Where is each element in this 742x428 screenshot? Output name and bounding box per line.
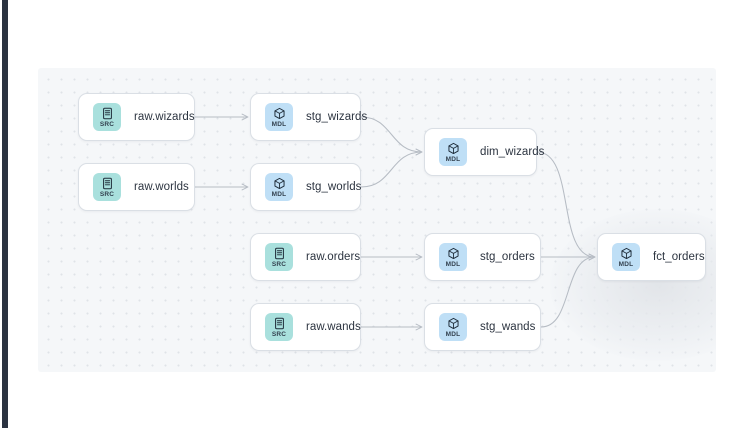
mdl-badge: MDL [265,103,293,131]
mdl-badge-label: MDL [445,330,461,338]
src-badge: SRC [93,173,121,201]
mdl-badge-label: MDL [445,260,461,268]
mdl-badge: MDL [265,173,293,201]
node-label: raw.worlds [134,181,189,193]
node-raw-wands[interactable]: SRC raw.wands [250,303,361,351]
mdl-badge: MDL [439,138,467,166]
node-raw-worlds[interactable]: SRC raw.worlds [78,163,195,211]
node-stg-wizards[interactable]: MDL stg_wizards [250,93,367,141]
mdl-badge-label: MDL [618,260,634,268]
node-label: raw.orders [306,251,361,263]
mdl-badge: MDL [612,243,640,271]
node-label: stg_orders [480,251,535,263]
mdl-badge-label: MDL [271,190,287,198]
src-badge-label: SRC [271,260,287,268]
node-label: stg_wands [480,321,536,333]
lineage-canvas[interactable]: SRC raw.wizards SRC raw.worlds SRC [38,68,716,372]
mdl-badge-label: MDL [271,120,287,128]
node-label: raw.wands [306,321,361,333]
cube-icon [447,142,459,155]
src-badge-label: SRC [99,190,115,198]
mdl-badge-label: MDL [445,155,461,163]
mdl-badge: MDL [439,313,467,341]
node-raw-orders[interactable]: SRC raw.orders [250,233,361,281]
left-nav-rail [2,0,8,428]
node-label: stg_wizards [306,111,368,123]
node-stg-orders[interactable]: MDL stg_orders [424,233,541,281]
fct-orders-highlight-glow [550,209,716,361]
node-dim-wizards[interactable]: MDL dim_wizards [424,128,544,176]
src-badge: SRC [265,243,293,271]
src-badge: SRC [93,103,121,131]
src-badge-label: SRC [271,330,287,338]
node-stg-wands[interactable]: MDL stg_wands [424,303,541,351]
node-label: dim_wizards [480,146,545,158]
cube-icon [447,247,459,260]
database-icon [102,107,112,120]
node-label: stg_worlds [306,181,362,193]
edge-stg-wizards-to-dim-wizards [360,116,423,156]
node-fct-orders[interactable]: MDL fct_orders [597,233,706,281]
node-label: raw.wizards [134,111,195,123]
src-badge: SRC [265,313,293,341]
node-raw-wizards[interactable]: SRC raw.wizards [78,93,195,141]
node-stg-worlds[interactable]: MDL stg_worlds [250,163,361,211]
database-icon [274,317,284,330]
cube-icon [620,247,632,260]
mdl-badge: MDL [439,243,467,271]
edge-stg-worlds-to-dim-wizards [360,148,423,188]
cube-icon [273,107,285,120]
cube-icon [273,177,285,190]
node-label: fct_orders [653,251,705,263]
src-badge-label: SRC [99,120,115,128]
database-icon [102,177,112,190]
database-icon [274,247,284,260]
cube-icon [447,317,459,330]
